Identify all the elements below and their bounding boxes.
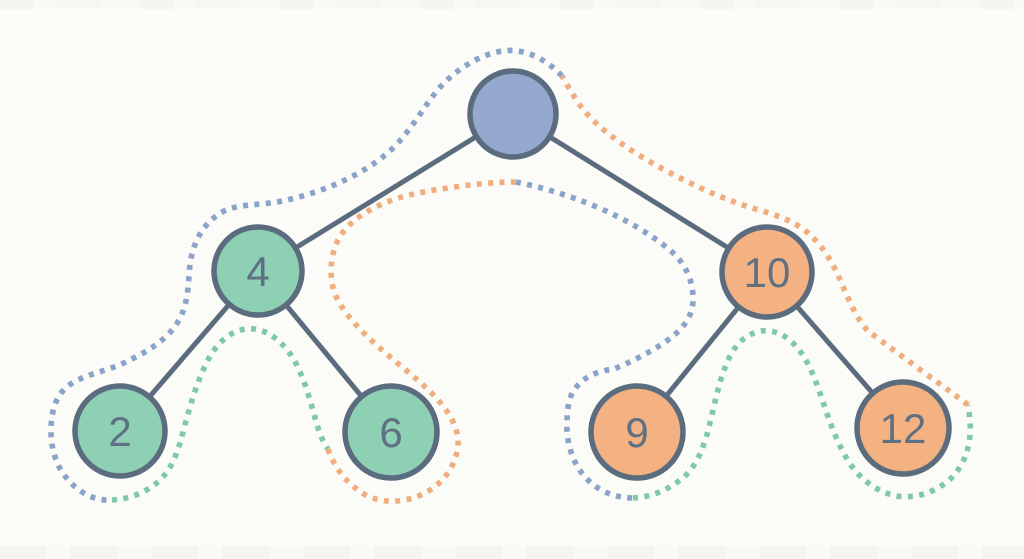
node-2: 2 (72, 383, 168, 479)
node-root (467, 68, 559, 160)
edge-root-4 (255, 111, 516, 274)
node-9-circle (588, 383, 686, 481)
outline-blue-right-inner-segment (515, 179, 696, 501)
node-9-label: 9 (625, 409, 648, 456)
edge-root-10 (510, 111, 770, 275)
node-6-circle (342, 383, 440, 481)
outline-blue-left-segment (48, 47, 565, 503)
node-12-label: 12 (880, 405, 927, 452)
outline-orange-right-segment (559, 74, 970, 408)
node-12: 12 (854, 379, 952, 477)
node-10-circle (719, 224, 815, 320)
node-4-circle (211, 224, 305, 318)
node-10: 10 (719, 224, 815, 320)
node-9: 9 (588, 383, 686, 481)
node-4-label: 4 (246, 248, 269, 295)
node-4: 4 (211, 224, 305, 318)
outline-green-right-leaves-segment (632, 328, 974, 501)
outline-orange-left-inner-segment (325, 179, 517, 504)
node-2-circle (72, 383, 168, 479)
node-6: 6 (342, 383, 440, 481)
node-12-circle (854, 379, 952, 477)
node-10-label: 10 (744, 249, 791, 296)
dotted-outlines (48, 47, 974, 504)
outline-green-left-leaves-segment (111, 325, 331, 503)
node-6-label: 6 (379, 409, 402, 456)
node-2-label: 2 (108, 408, 131, 455)
tree-nodes: 4 10 2 6 9 12 (72, 68, 952, 481)
node-root-circle (467, 68, 559, 160)
